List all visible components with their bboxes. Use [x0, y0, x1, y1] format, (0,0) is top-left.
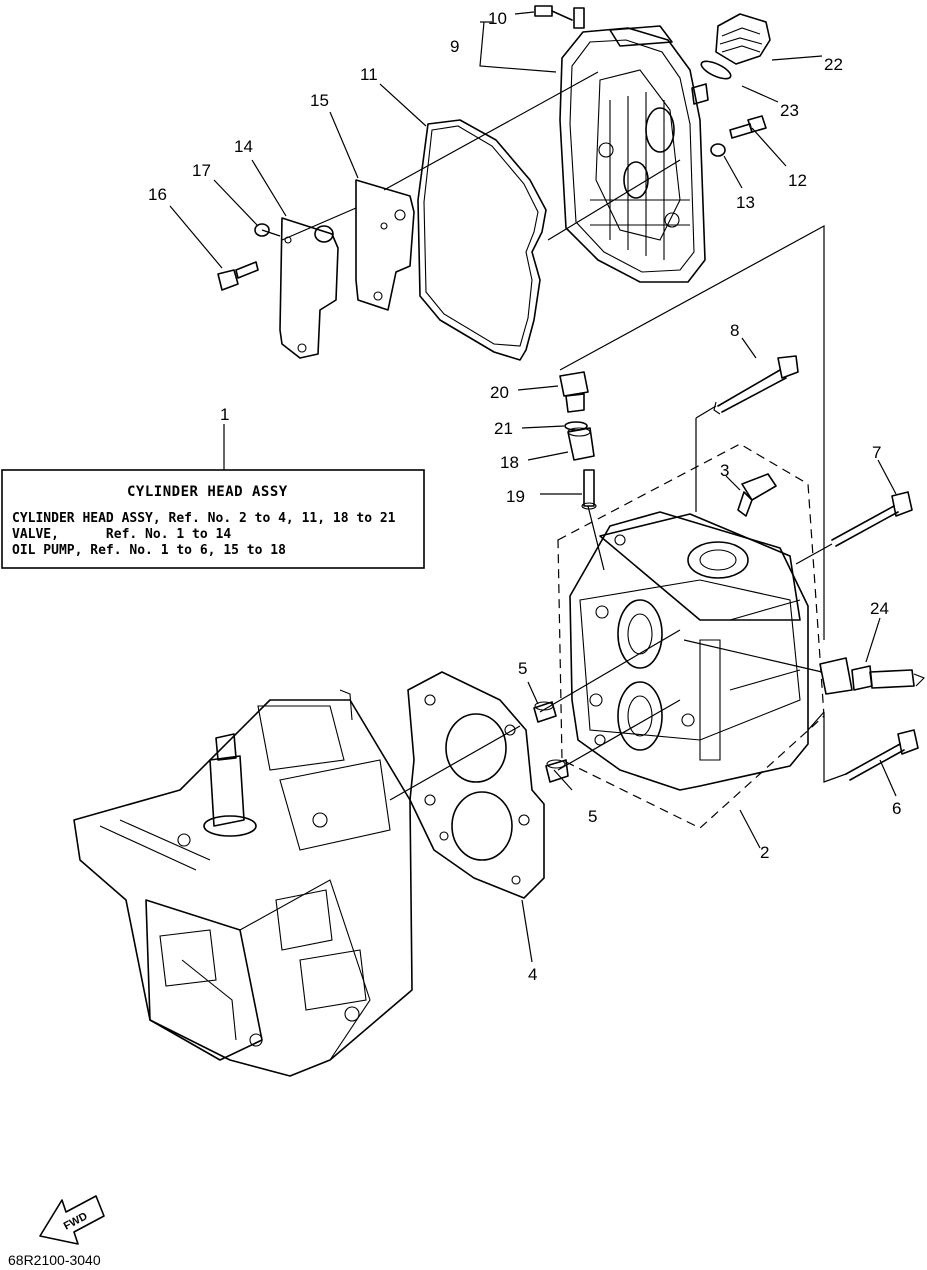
cylinder-head-cover: [559, 25, 709, 283]
cover-plate: [355, 179, 415, 311]
callout-12: 12: [788, 171, 807, 190]
callout-20: 20: [490, 383, 509, 402]
callout-14: 14: [234, 137, 253, 156]
callout-4: 4: [528, 965, 537, 984]
fwd-label: FWD: [62, 1210, 90, 1232]
cap-o-ring: [700, 60, 732, 80]
oil-filler-cap: [715, 13, 771, 65]
head-assembly-outline: [557, 443, 825, 829]
assembly-info-box: CYLINDER HEAD ASSY CYLINDER HEAD ASSY, R…: [1, 469, 425, 569]
callout-8: 8: [730, 321, 739, 340]
assembly-box-line-1: CYLINDER HEAD ASSY, Ref. No. 2 to 4, 11,…: [12, 511, 396, 526]
cover-gasket: [417, 119, 547, 361]
callout-19: 19: [506, 487, 525, 506]
locating-dowel-lower: [545, 759, 569, 783]
engine-block: [73, 689, 413, 1077]
callout-1: 1: [220, 405, 229, 424]
callout-21: 21: [494, 419, 513, 438]
assembly-box-title: CYLINDER HEAD ASSY: [127, 484, 288, 500]
callout-24: 24: [870, 599, 889, 618]
cover-bolt: [534, 5, 585, 29]
valve-cap: [559, 371, 589, 413]
spark-plug: [819, 657, 925, 695]
leader-lines: [169, 11, 897, 963]
head-bolt-upper: [831, 491, 913, 547]
head-dowel: [737, 473, 777, 517]
callout-3: 3: [720, 461, 729, 480]
callout-7: 7: [872, 443, 881, 462]
assembly-box-line-2: VALVE, Ref. No. 1 to 14: [12, 527, 231, 542]
bolt-washer: [710, 143, 726, 157]
plate-bolt: [217, 261, 259, 291]
assembly-box-line-3: OIL PUMP, Ref. No. 1 to 6, 15 to 18: [12, 543, 286, 558]
callout-5-lower: 5: [588, 807, 597, 826]
forward-direction-badge: FWD: [39, 1195, 105, 1245]
head-bolt-lower: [845, 729, 919, 781]
drawing-code: 68R2100-3040: [8, 1252, 101, 1268]
callout-23: 23: [780, 101, 799, 120]
valve: [581, 469, 597, 510]
callout-22: 22: [824, 55, 843, 74]
cylinder-head: [569, 511, 809, 791]
callout-labels: 1 2 3 4 5 5 6 7 8 9 10 11 12 13 14 15 16…: [148, 9, 901, 984]
oil-pump-plate: [279, 217, 339, 359]
callout-17: 17: [192, 161, 211, 180]
callout-11: 11: [360, 65, 378, 84]
callout-5-upper: 5: [518, 659, 527, 678]
callout-15: 15: [310, 91, 329, 110]
head-gasket: [407, 671, 545, 899]
callout-10: 10: [488, 9, 507, 28]
plate-washer: [254, 223, 270, 237]
callout-18: 18: [500, 453, 519, 472]
callout-6: 6: [892, 799, 901, 818]
cover-bolt-small: [729, 115, 767, 139]
callout-9: 9: [450, 37, 459, 56]
long-head-bolt: [713, 355, 799, 415]
callout-13: 13: [736, 193, 755, 212]
callout-16: 16: [148, 185, 167, 204]
valve-lifter: [567, 427, 595, 461]
callout-2: 2: [760, 843, 769, 862]
